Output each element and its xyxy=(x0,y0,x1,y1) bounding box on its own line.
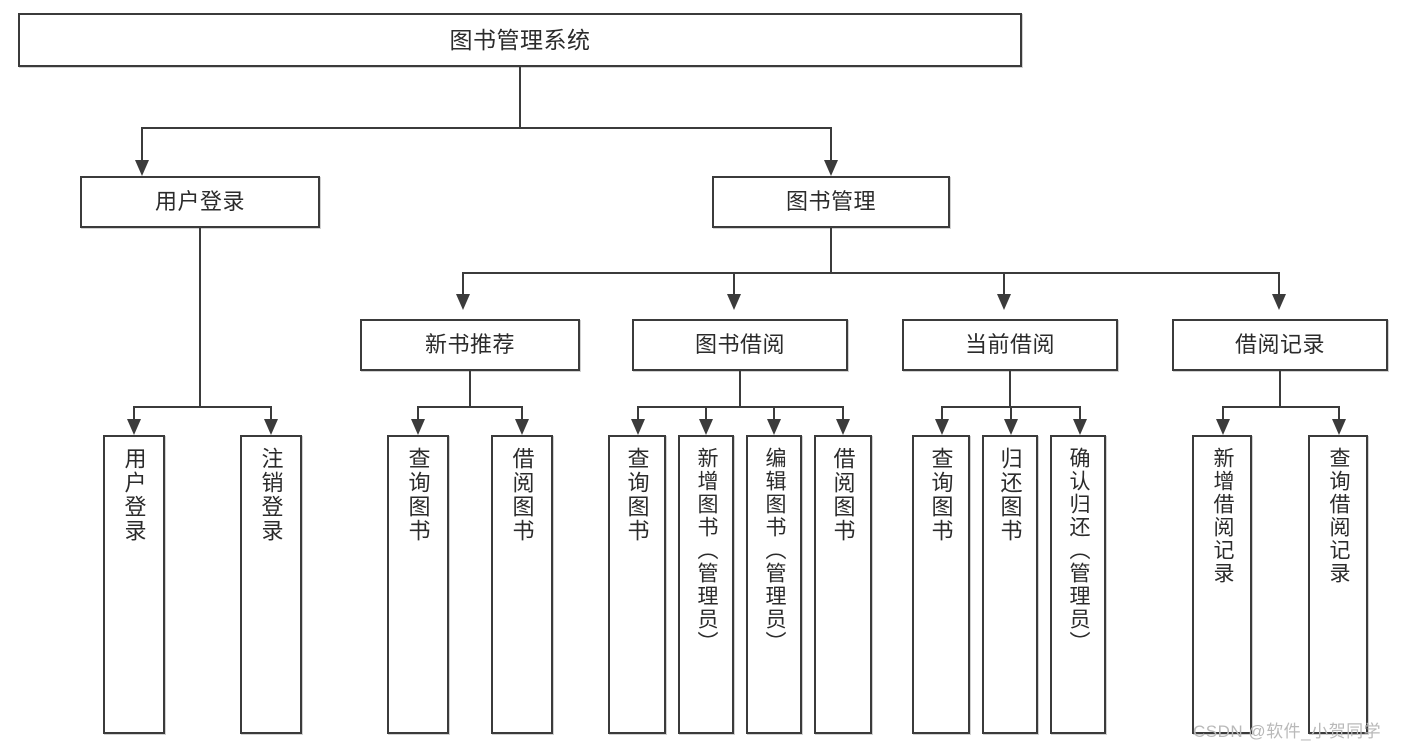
node-label: 图书管理 xyxy=(785,188,876,214)
node-borrow-record[interactable]: 借阅记录 xyxy=(1172,319,1388,371)
arrowhead-bm-borrow-record xyxy=(1272,294,1286,310)
connector-bm-to-book-borrow xyxy=(733,272,735,298)
connector-new-book-to-leaf-2 xyxy=(521,406,523,422)
connector-book-borrow-bar xyxy=(637,406,844,408)
leaf-book-borrow-borrow[interactable]: 借阅图书 xyxy=(814,435,872,734)
connector-br-to-leaf-2 xyxy=(1338,406,1340,422)
arrowhead-br-leaf-1 xyxy=(1216,419,1230,435)
node-root-book-management-system[interactable]: 图书管理系统 xyxy=(18,13,1022,67)
arrowhead-user-login-leaf-1 xyxy=(127,419,141,435)
node-label: 借阅图书 xyxy=(509,447,535,543)
arrowhead-root-to-user-login xyxy=(135,160,149,176)
connector-bm-to-current-borrow xyxy=(1003,272,1005,298)
arrowhead-bb-leaf-4 xyxy=(836,419,850,435)
connector-borrow-record-bar xyxy=(1222,406,1339,408)
connector-bm-to-new-book xyxy=(462,272,464,298)
node-label: 注销登录 xyxy=(258,447,284,543)
node-current-borrow[interactable]: 当前借阅 xyxy=(902,319,1118,371)
connector-user-login-stem xyxy=(199,228,201,406)
leaf-current-borrow-return[interactable]: 归还图书 xyxy=(982,435,1038,734)
leaf-current-borrow-query[interactable]: 查询图书 xyxy=(912,435,970,734)
node-label: 用户登录 xyxy=(121,447,147,543)
node-label: 归还图书 xyxy=(997,447,1023,543)
node-label: 查询图书 xyxy=(928,447,954,543)
connector-cb-to-leaf-3 xyxy=(1079,406,1081,422)
arrowhead-cb-leaf-2 xyxy=(1004,419,1018,435)
node-label: 新书推荐 xyxy=(424,331,515,357)
leaf-new-book-borrow[interactable]: 借阅图书 xyxy=(491,435,553,734)
connector-bb-to-leaf-3 xyxy=(773,406,775,422)
connector-new-book-bar xyxy=(417,406,522,408)
node-label: 查询图书 xyxy=(405,447,431,543)
node-label: 查询借阅记录 xyxy=(1327,447,1351,585)
connector-book-management-stem xyxy=(830,228,832,272)
node-label: 编辑图书（管理员） xyxy=(763,447,787,654)
arrowhead-bb-leaf-2 xyxy=(699,419,713,435)
connector-br-to-leaf-1 xyxy=(1222,406,1224,422)
connector-bb-to-leaf-4 xyxy=(842,406,844,422)
node-new-book-recommend[interactable]: 新书推荐 xyxy=(360,319,580,371)
arrowhead-bb-leaf-1 xyxy=(631,419,645,435)
leaf-user-login-login[interactable]: 用户登录 xyxy=(103,435,165,734)
leaf-book-borrow-edit-book[interactable]: 编辑图书（管理员） xyxy=(746,435,802,734)
leaf-new-book-query[interactable]: 查询图书 xyxy=(387,435,449,734)
node-label: 查询图书 xyxy=(624,447,650,543)
arrowhead-br-leaf-2 xyxy=(1332,419,1346,435)
connector-cb-to-leaf-2 xyxy=(1010,406,1012,422)
arrowhead-root-to-book-management xyxy=(824,160,838,176)
arrowhead-new-book-leaf-2 xyxy=(515,419,529,435)
node-label: 图书管理系统 xyxy=(449,26,591,53)
arrowhead-new-book-leaf-1 xyxy=(411,419,425,435)
arrowhead-cb-leaf-1 xyxy=(935,419,949,435)
leaf-book-borrow-add-book[interactable]: 新增图书（管理员） xyxy=(678,435,734,734)
arrowhead-bm-book-borrow xyxy=(727,294,741,310)
node-label: 借阅记录 xyxy=(1234,331,1325,357)
connector-book-borrow-stem xyxy=(739,371,741,406)
connector-user-login-bar xyxy=(133,406,271,408)
connector-book-management-bar xyxy=(462,272,1280,274)
connector-root-to-user-login xyxy=(141,127,143,162)
node-label: 图书借阅 xyxy=(694,331,785,357)
node-book-borrow[interactable]: 图书借阅 xyxy=(632,319,848,371)
connector-new-book-stem xyxy=(469,371,471,406)
leaf-borrow-record-query[interactable]: 查询借阅记录 xyxy=(1308,435,1368,734)
connector-user-login-to-leaf-1 xyxy=(133,406,135,422)
node-label: 新增图书（管理员） xyxy=(695,447,719,654)
node-label: 确认归还（管理员） xyxy=(1067,447,1091,654)
connector-new-book-to-leaf-1 xyxy=(417,406,419,422)
arrowhead-cb-leaf-3 xyxy=(1073,419,1087,435)
arrowhead-bm-new-book xyxy=(456,294,470,310)
connector-user-login-to-leaf-2 xyxy=(270,406,272,422)
node-user-login[interactable]: 用户登录 xyxy=(80,176,320,228)
connector-root-stem xyxy=(519,67,521,127)
node-label: 借阅图书 xyxy=(830,447,856,543)
connector-bb-to-leaf-1 xyxy=(637,406,639,422)
leaf-borrow-record-add[interactable]: 新增借阅记录 xyxy=(1192,435,1252,734)
leaf-book-borrow-query[interactable]: 查询图书 xyxy=(608,435,666,734)
arrowhead-user-login-leaf-2 xyxy=(264,419,278,435)
connector-borrow-record-stem xyxy=(1279,371,1281,406)
node-label: 当前借阅 xyxy=(964,331,1055,357)
leaf-current-borrow-confirm-return[interactable]: 确认归还（管理员） xyxy=(1050,435,1106,734)
node-book-management[interactable]: 图书管理 xyxy=(712,176,950,228)
node-label: 用户登录 xyxy=(154,188,245,214)
node-label: 新增借阅记录 xyxy=(1211,447,1235,585)
connector-bm-to-borrow-record xyxy=(1278,272,1280,298)
connector-root-to-book-management xyxy=(830,127,832,162)
leaf-user-login-logout[interactable]: 注销登录 xyxy=(240,435,302,734)
arrowhead-bm-current-borrow xyxy=(997,294,1011,310)
connector-cb-to-leaf-1 xyxy=(941,406,943,422)
connector-bb-to-leaf-2 xyxy=(705,406,707,422)
connector-root-bar xyxy=(141,127,832,129)
arrowhead-bb-leaf-3 xyxy=(767,419,781,435)
connector-current-borrow-stem xyxy=(1009,371,1011,406)
